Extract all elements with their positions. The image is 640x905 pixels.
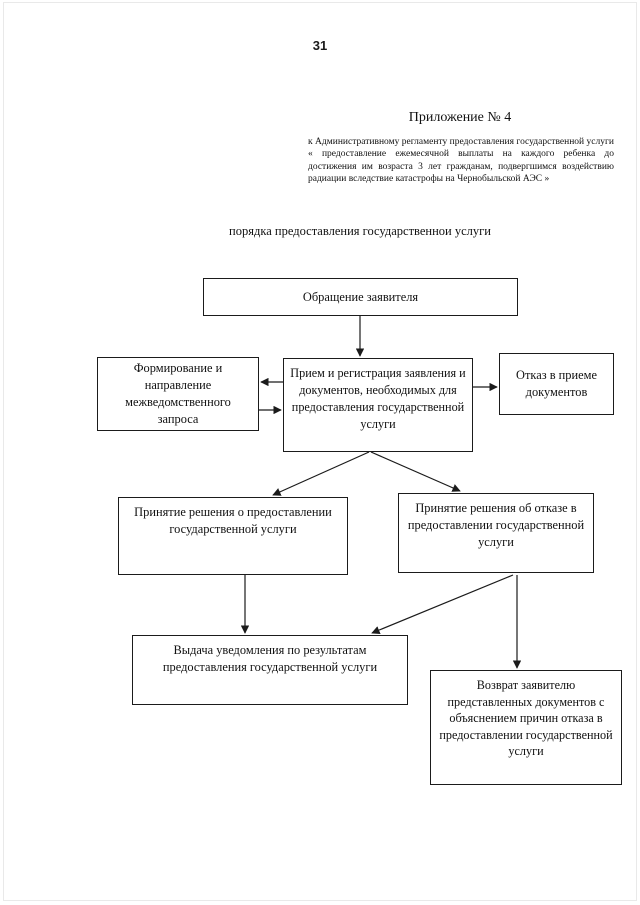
edge-decision-refuse-to-notice: [371, 574, 514, 635]
node-applicant-request: Обращение заявителя: [203, 278, 518, 316]
node-interdepartmental-request: Формирование и направление межведомствен…: [97, 357, 259, 431]
node-decision-to-refuse-service: Принятие решения об отказе в предоставле…: [398, 493, 594, 573]
node-refusal-to-accept-documents: Отказ в приеме документов: [499, 353, 614, 415]
node-decision-to-grant-service: Принятие решения о предоставлении госуда…: [118, 497, 348, 575]
node-return-documents-to-applicant: Возврат заявителю представленных докумен…: [430, 670, 622, 785]
node-reception-and-registration: Прием и регистрация заявления и документ…: [283, 358, 473, 452]
page-number: 31: [312, 38, 328, 53]
edge-reception-to-decision-grant: [272, 451, 370, 496]
node-issue-notification: Выдача уведомления по результатам предос…: [132, 635, 408, 705]
appendix-reference-text: к Административному регламенту предостав…: [308, 137, 614, 185]
edge-reception-to-decision-refuse: [370, 451, 461, 492]
flowchart-subtitle: порядка предоставления государственнои у…: [229, 224, 491, 238]
appendix-title: Приложение № 4: [408, 110, 512, 125]
